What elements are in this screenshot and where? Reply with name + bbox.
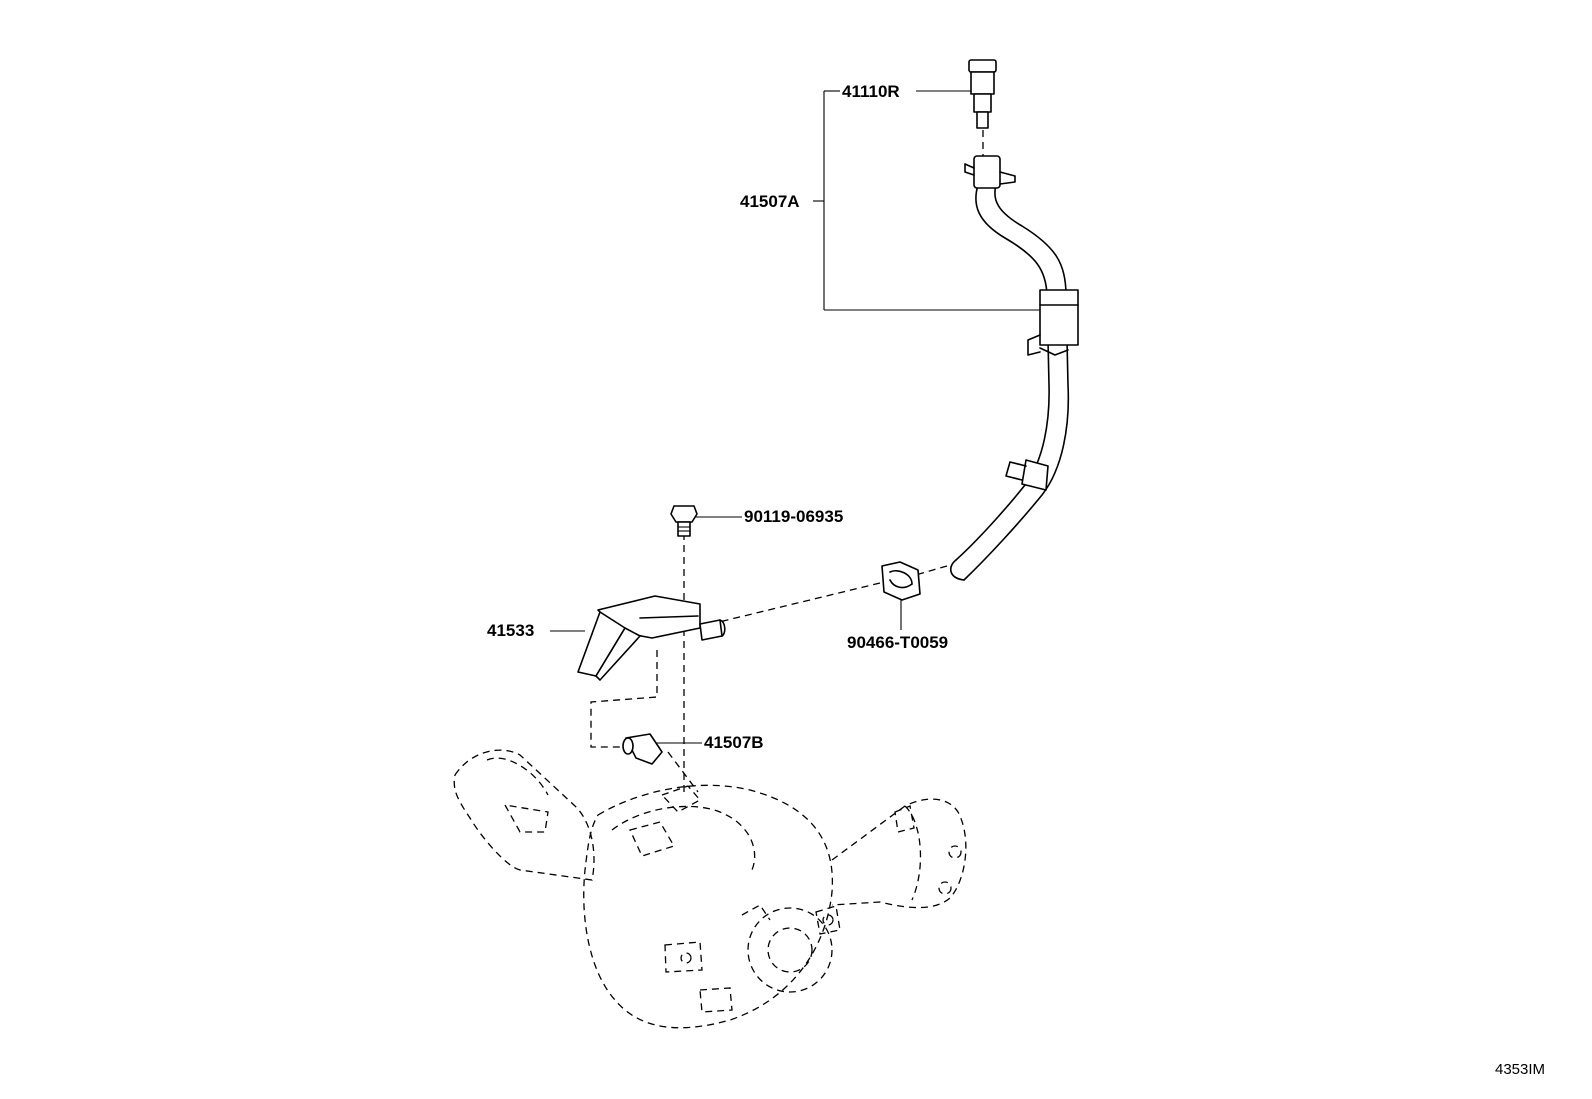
label-90119-06935: 90119-06935 bbox=[744, 507, 843, 526]
breather-plug-41110R bbox=[968, 59, 997, 129]
hose-clip-90466 bbox=[881, 561, 921, 601]
bolt-90119-06935 bbox=[670, 505, 698, 537]
label-41507A: 41507A bbox=[740, 192, 800, 211]
label-41507B: 41507B bbox=[704, 733, 764, 752]
hose-41507B bbox=[622, 733, 663, 765]
figure-code: 4353IM bbox=[1495, 1061, 1545, 1078]
label-41110R: 41110R bbox=[842, 82, 900, 101]
dashed-guides bbox=[590, 130, 984, 793]
label-41533: 41533 bbox=[487, 621, 534, 640]
label-90466-T0059: 90466-T0059 bbox=[847, 633, 948, 652]
hose-41507A bbox=[949, 155, 1079, 581]
leader-lines bbox=[550, 90, 1040, 744]
differential-housing bbox=[453, 749, 967, 1029]
bracket-41533 bbox=[577, 595, 726, 681]
